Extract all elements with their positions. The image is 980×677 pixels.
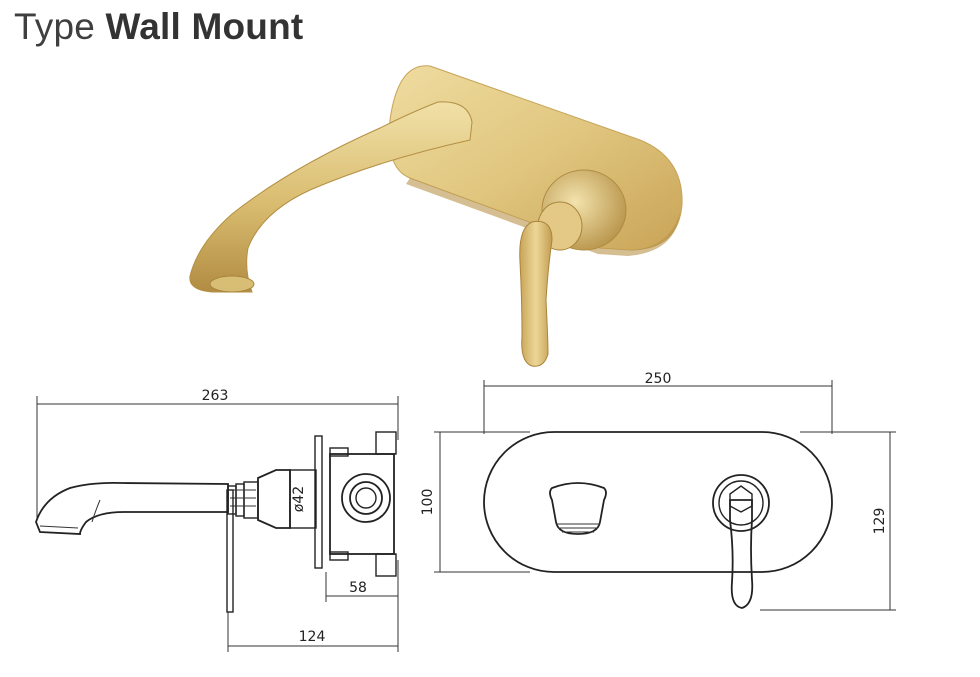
title-prefix: Type — [14, 6, 96, 47]
side-spout — [35, 481, 229, 535]
dim-overall-length: 263 — [202, 388, 229, 404]
dim-projection: 124 — [299, 629, 326, 645]
front-plate — [483, 431, 833, 573]
title-emphasis: Wall Mount — [105, 6, 304, 47]
dim-plate-height-inner: 100 — [420, 489, 436, 516]
dim-plate-height-outer: 129 — [872, 508, 888, 535]
page-title: Type Wall Mount — [14, 6, 303, 48]
wall-plate-edge — [406, 178, 680, 256]
front-spout — [549, 482, 607, 535]
front-valve-ring — [712, 474, 770, 532]
spout — [189, 101, 473, 293]
dim-plate-width: 250 — [645, 371, 672, 387]
dim-body-diameter: ø42 — [291, 486, 307, 512]
side-valve-body — [257, 469, 291, 529]
front-lever — [729, 499, 754, 609]
side-inwall-box — [329, 453, 395, 555]
spout-outlet — [209, 275, 255, 293]
side-view-drawing: 263 ø42 58 1 — [35, 388, 399, 652]
lever-handle — [519, 220, 553, 367]
dim-body-depth: 58 — [349, 580, 367, 596]
front-view-drawing: 250 100 129 — [420, 371, 896, 611]
side-lever — [226, 489, 234, 613]
product-photo — [189, 65, 683, 367]
side-wall-plate — [314, 435, 323, 569]
